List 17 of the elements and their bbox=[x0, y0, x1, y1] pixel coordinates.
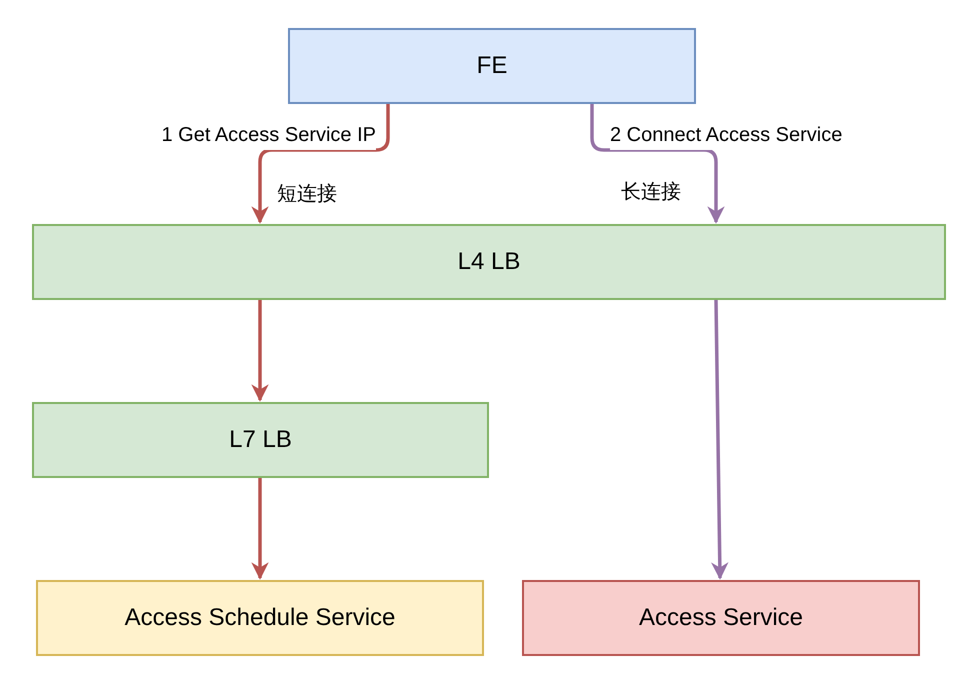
arrow bbox=[251, 478, 269, 580]
box-label: Access Service bbox=[638, 603, 804, 633]
box-label: L4 LB bbox=[458, 247, 520, 277]
connection-type-label: 短连接 bbox=[277, 180, 337, 207]
process-box bbox=[288, 28, 696, 104]
process-box bbox=[32, 402, 489, 478]
arrow bbox=[711, 300, 729, 580]
process-box bbox=[36, 580, 484, 656]
box-label: FE bbox=[476, 51, 508, 81]
process-box bbox=[522, 580, 920, 656]
arrow bbox=[590, 104, 725, 224]
box-label: L7 LB bbox=[229, 425, 292, 455]
arrow bbox=[251, 104, 390, 224]
connection-type-label: 长连接 bbox=[621, 178, 681, 205]
box-label: Access Schedule Service bbox=[124, 603, 396, 633]
process-box bbox=[32, 224, 946, 300]
arrow bbox=[251, 300, 269, 402]
